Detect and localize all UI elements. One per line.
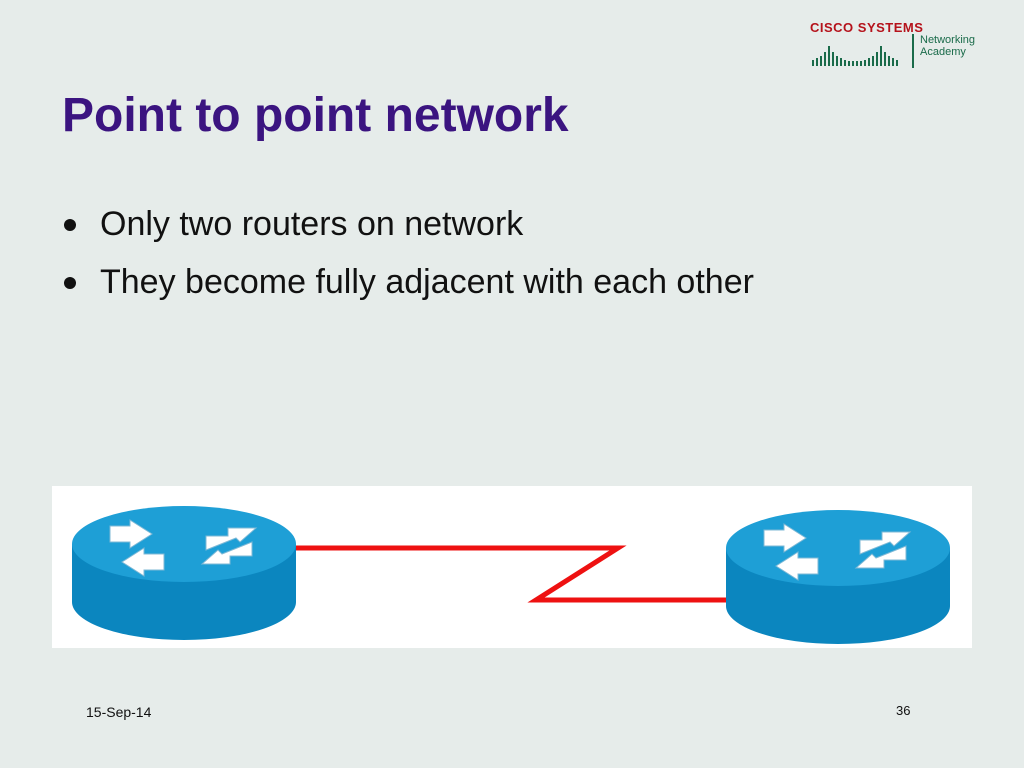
network-diagram-canvas	[71, 505, 951, 645]
bullet-item-1: Only two routers on network	[64, 200, 754, 258]
slide-title: Point to point network	[62, 89, 569, 142]
cisco-bridge-icon	[812, 46, 898, 66]
router-icon	[725, 509, 951, 645]
academy-line-1: Networking	[920, 34, 976, 46]
network-diagram	[52, 486, 972, 648]
cisco-systems-wordmark: CISCO SYSTEMS	[810, 20, 924, 35]
page-number: 36	[896, 703, 911, 718]
networking-academy-text: Networking Academy	[920, 34, 975, 58]
bullet-icon	[64, 219, 76, 231]
footer-date: 15-Sep-14	[86, 704, 152, 720]
bullet-list: Only two routers on network They become …	[64, 200, 754, 316]
bullet-icon	[64, 277, 76, 289]
bullet-item-2: They become fully adjacent with each oth…	[64, 258, 754, 316]
academy-line-2: Academy	[920, 46, 966, 58]
logo-divider	[912, 34, 914, 68]
serial-link	[296, 545, 728, 603]
cisco-networking-academy-logo: CISCO SYSTEMS Networking Academy	[810, 20, 990, 70]
router-icon	[71, 505, 297, 641]
bullet-text: Only two routers on network	[100, 205, 524, 243]
bullet-text: They become fully adjacent with each oth…	[100, 263, 754, 301]
